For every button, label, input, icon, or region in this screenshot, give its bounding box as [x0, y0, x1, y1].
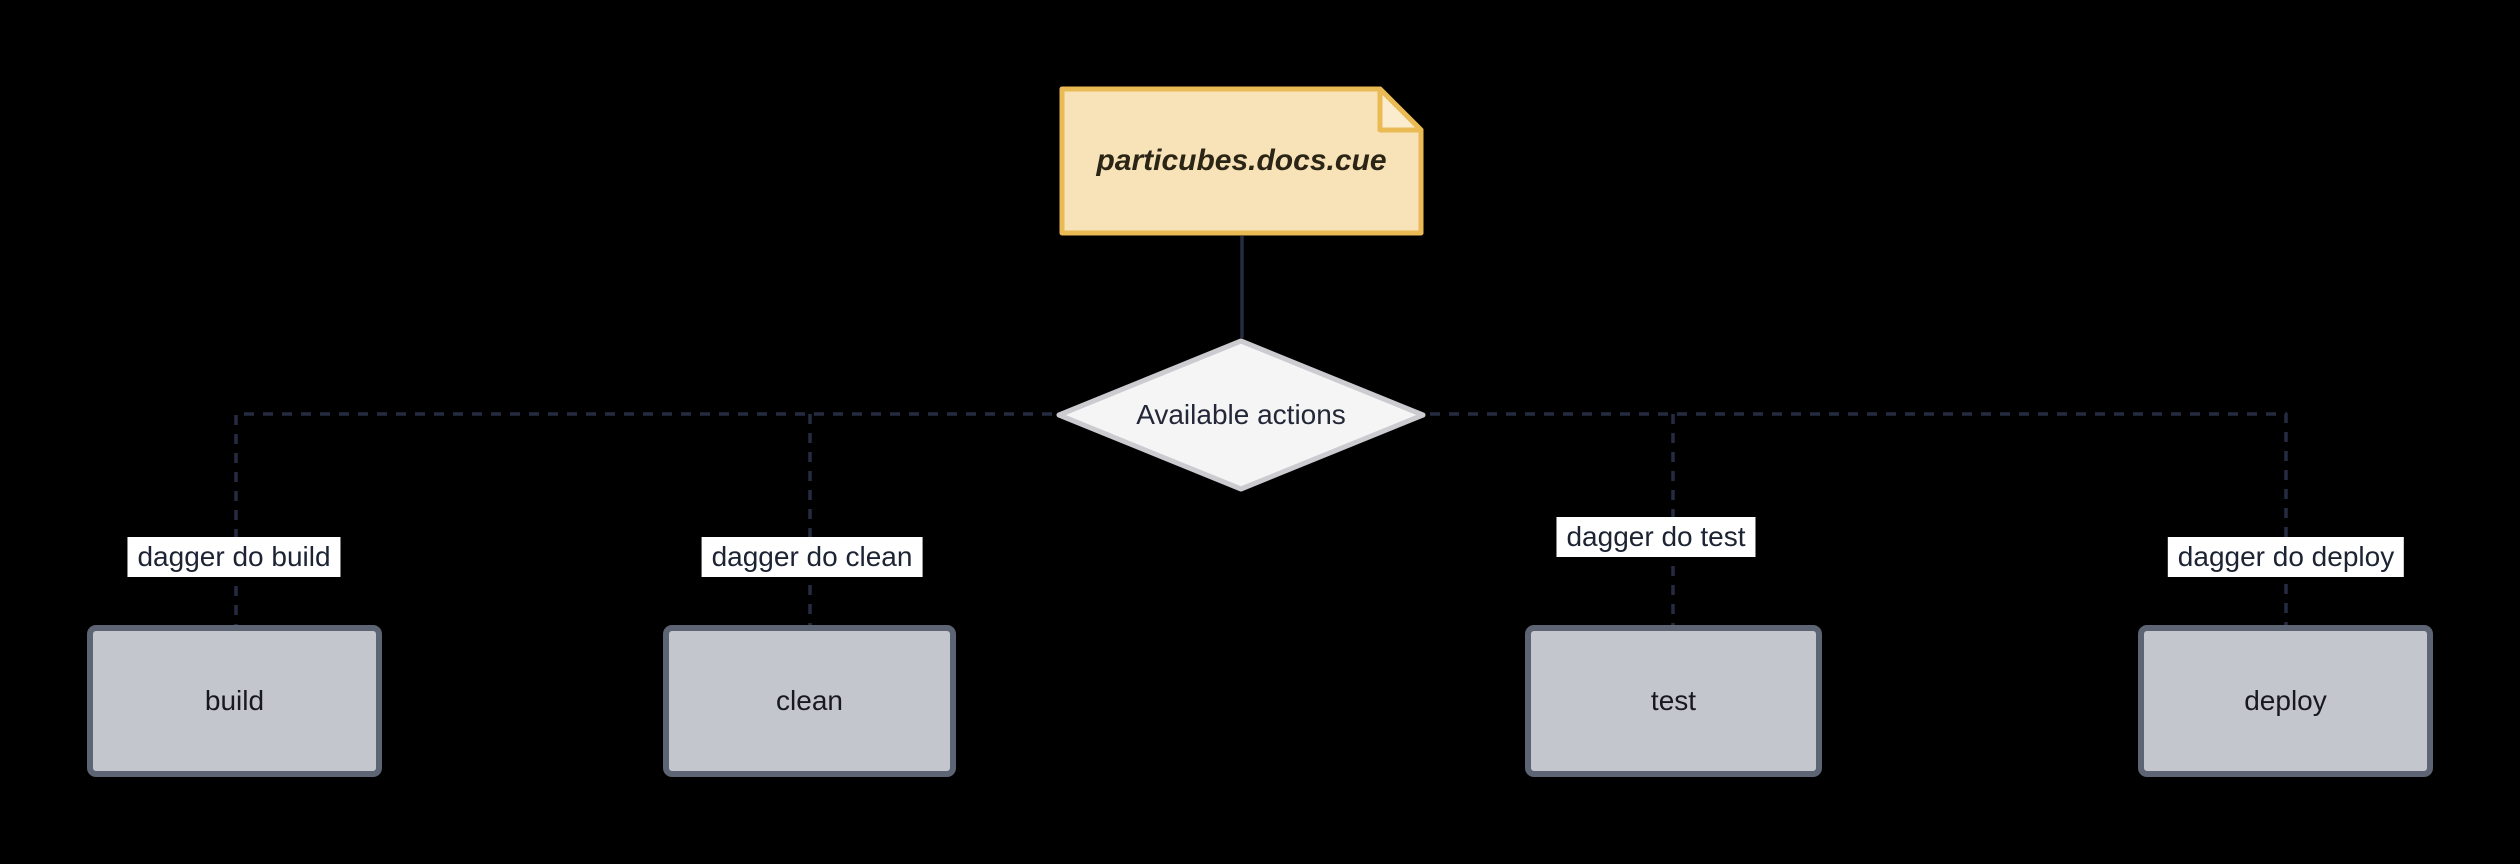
note-shape: [1059, 86, 1424, 236]
note-body: [1059, 86, 1424, 236]
node-test: test: [1525, 625, 1822, 777]
node-clean: clean: [663, 625, 956, 777]
node-deploy: deploy: [2138, 625, 2433, 777]
edge-label-dagger-do-clean: dagger do clean: [701, 537, 923, 578]
note-node-label: particubes.docs.cue: [1096, 144, 1387, 177]
decision-node-label: Available actions: [1136, 399, 1346, 430]
node-build: build: [87, 625, 382, 777]
edge-label-dagger-do-build: dagger do build: [127, 537, 341, 578]
decision-diamond-shape: [1056, 338, 1426, 492]
edge-decision-to-build: [234, 412, 1052, 626]
note-fold-corner: [1377, 86, 1424, 133]
edge-label-dagger-do-test: dagger do test: [1556, 517, 1756, 558]
edge-label-dagger-do-deploy: dagger do deploy: [2167, 537, 2405, 578]
